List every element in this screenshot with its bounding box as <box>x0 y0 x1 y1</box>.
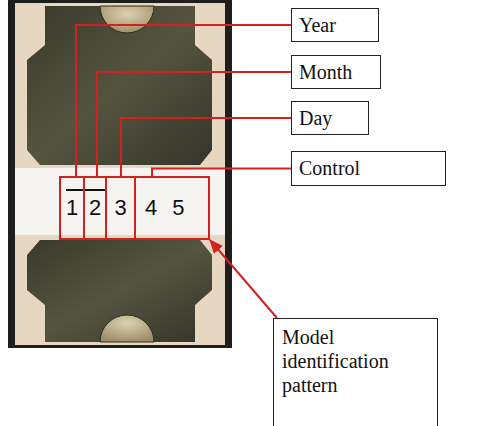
callout-box: Control <box>291 151 446 186</box>
callout-label: Control <box>299 157 360 180</box>
callout-box: Month <box>291 55 381 89</box>
leader-line <box>76 25 291 176</box>
leader-line <box>97 72 291 176</box>
marking-digits: 2 <box>89 195 101 221</box>
marking-overline <box>66 189 105 191</box>
marking-band <box>15 168 225 235</box>
top-notch <box>100 6 154 33</box>
callout-box: Year <box>291 8 379 42</box>
digit-frame: 3 <box>105 176 136 240</box>
pointer-arrow <box>210 240 277 318</box>
digit-frame: 2 <box>83 176 107 240</box>
leader-line <box>152 169 291 177</box>
top-pad <box>27 6 212 165</box>
digit-frame: 4 5 <box>134 176 210 240</box>
bottom-notch <box>100 315 154 342</box>
callout-label: Year <box>299 14 336 37</box>
marking-digits: 1 <box>66 195 78 221</box>
digit-frame: 1 <box>59 176 85 240</box>
bottom-pad <box>27 240 212 342</box>
callout-box: Day <box>291 101 369 135</box>
marking-digits: 4 5 <box>145 195 185 221</box>
callout-label: Day <box>299 107 332 130</box>
callout-label: Month <box>299 61 352 84</box>
note-box: Model identification pattern <box>273 318 438 426</box>
note-text: Model identification pattern <box>282 325 429 397</box>
marking-digits: 3 <box>114 195 126 221</box>
leader-line <box>121 118 291 176</box>
